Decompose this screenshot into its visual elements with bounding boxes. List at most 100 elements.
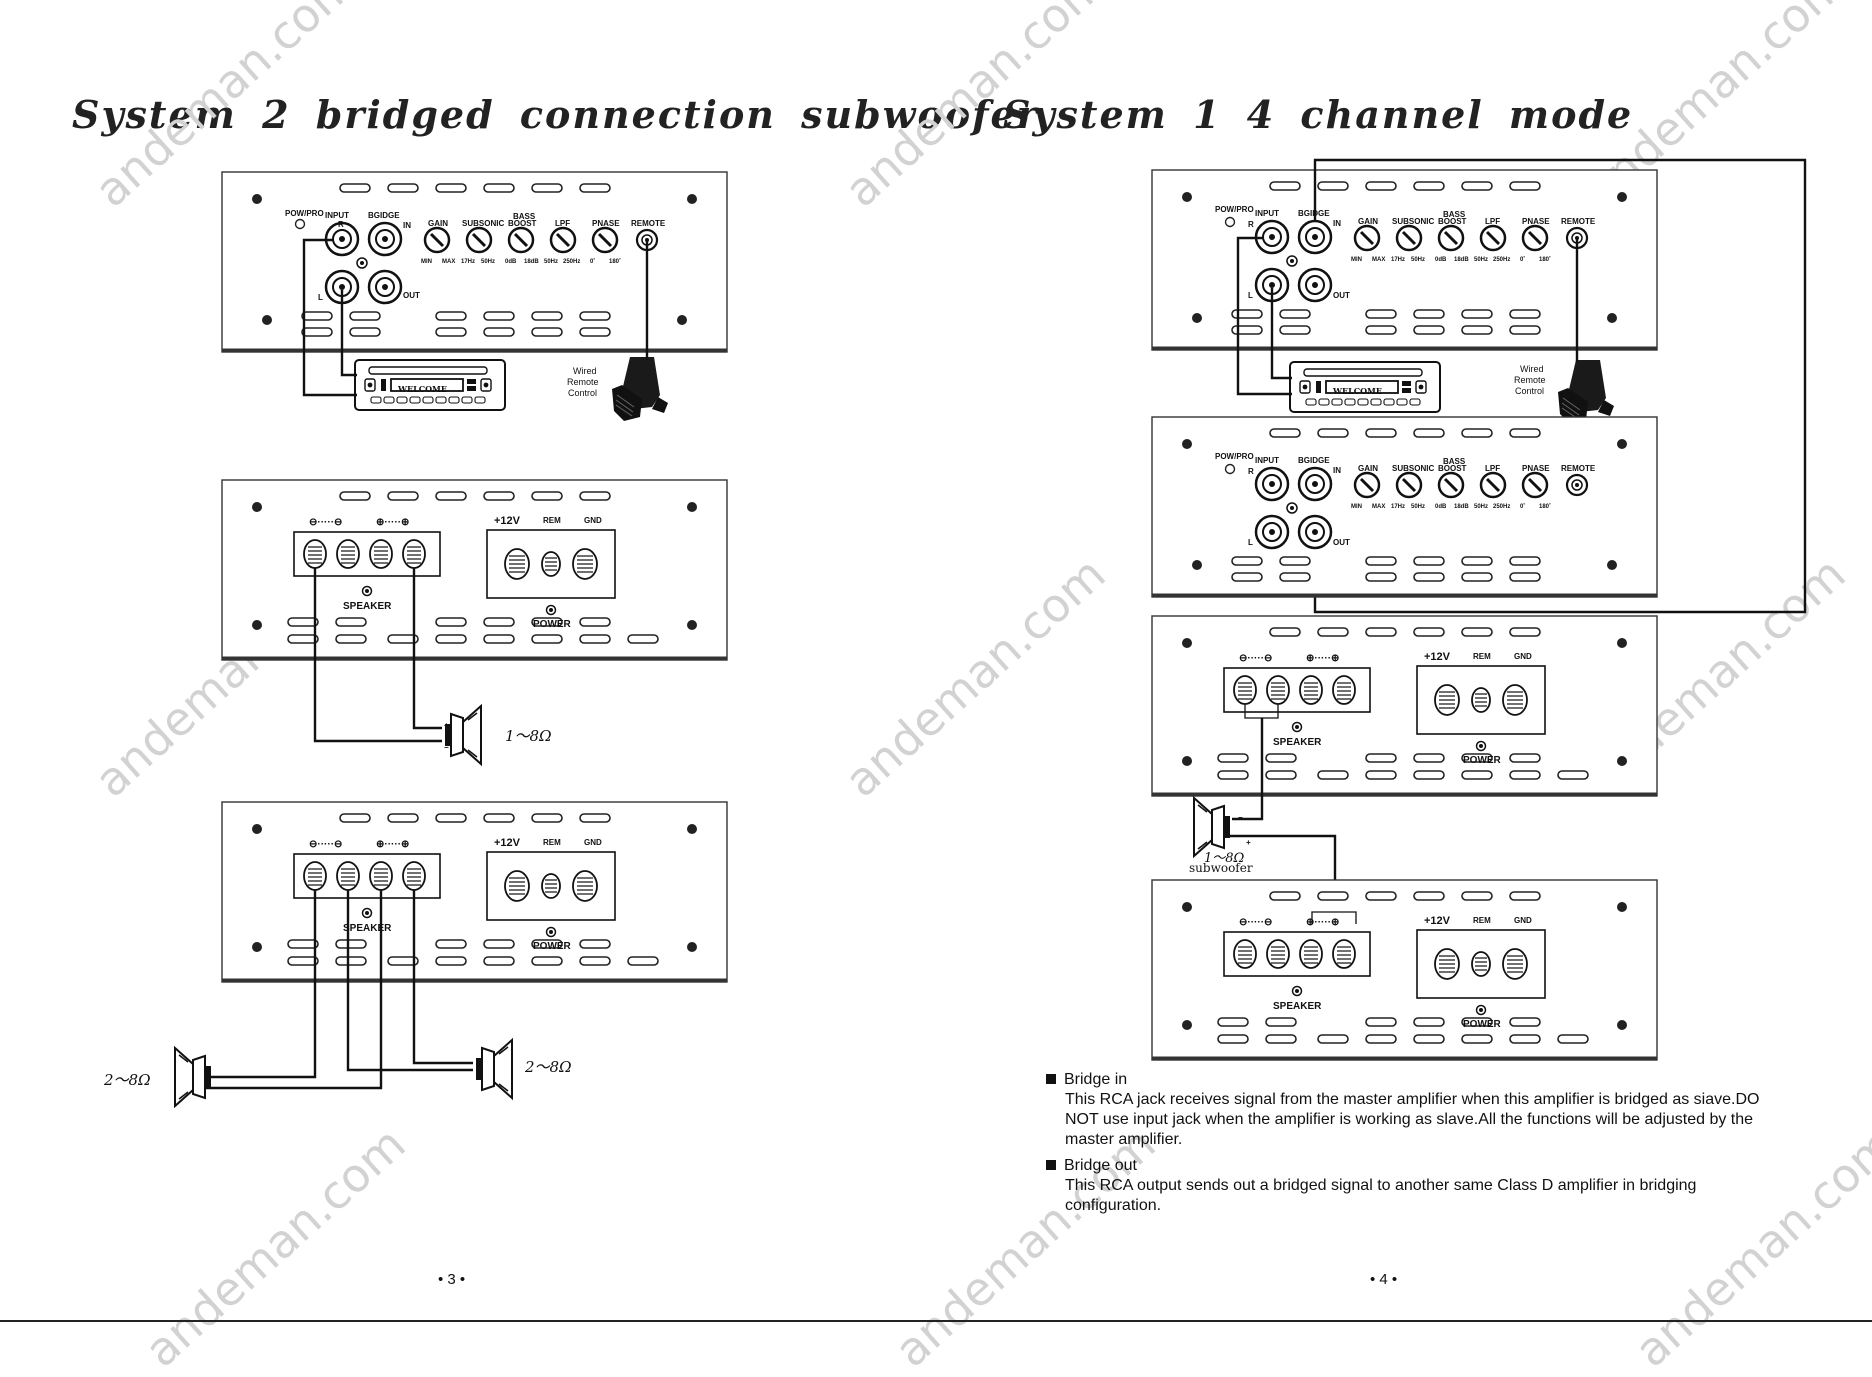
out-label: OUT	[1333, 538, 1350, 547]
remote-caption-2: Remote	[567, 377, 599, 387]
bass-label: BASS	[513, 212, 536, 221]
svg-text:50Hz: 50Hz	[1411, 504, 1425, 510]
svg-text:0˚: 0˚	[590, 258, 595, 265]
speaker-label: SPEAKER	[343, 923, 392, 934]
svg-text:0˚: 0˚	[1520, 503, 1525, 510]
subwoofer: − +	[1193, 797, 1251, 857]
l-label: L	[318, 293, 323, 302]
pnase-label: PNASE	[592, 219, 620, 228]
minus-terminals-label: ⊖·····⊖	[309, 517, 342, 528]
svg-text:250Hz: 250Hz	[1493, 257, 1510, 263]
gain-label: GAIN	[428, 219, 448, 228]
note-title-bridge-in: Bridge in	[1046, 1070, 1786, 1090]
bullet-square-icon	[1046, 1074, 1056, 1084]
svg-text:18dB: 18dB	[524, 259, 539, 265]
rem-label: REM	[543, 838, 561, 847]
head-unit-display: WELCOME	[397, 384, 447, 394]
head-unit-display: WELCOME	[1332, 386, 1382, 396]
remote-label: REMOTE	[631, 219, 666, 228]
svg-text:250Hz: 250Hz	[563, 259, 580, 265]
input-label: INPUT	[1255, 456, 1279, 465]
amp-rear-panel-slave: ⊖·····⊖ ⊕·····⊕ +12V REM GND SPEAKER POW…	[1150, 878, 1659, 1062]
svg-text:0˚: 0˚	[1520, 256, 1525, 263]
svg-text:+: +	[1246, 838, 1251, 847]
svg-text:50Hz: 50Hz	[1411, 257, 1425, 263]
pow-pro-label: POW/PRO	[285, 209, 324, 218]
page-title-left: System 2 bridged connection subwoofer	[72, 92, 1039, 137]
svg-text:0dB: 0dB	[1435, 504, 1447, 510]
svg-text:17Hz: 17Hz	[1391, 504, 1405, 510]
bottom-rule	[0, 1320, 1872, 1322]
minus-terminals-label: ⊖·····⊖	[309, 839, 342, 850]
r-label: R	[1248, 220, 1254, 229]
rem-label: REM	[1473, 652, 1491, 661]
svg-text:180˚: 180˚	[1539, 256, 1551, 263]
note-title-text: Bridge out	[1064, 1157, 1137, 1174]
svg-text:MIN: MIN	[1351, 504, 1362, 510]
svg-text:MAX: MAX	[1372, 504, 1385, 510]
pnase-label: PNASE	[1522, 464, 1550, 473]
page-number-left: • 3 •	[438, 1271, 466, 1288]
bgidge-label: BGIDGE	[368, 211, 400, 220]
in-label: IN	[1333, 219, 1341, 228]
pow-pro-label: POW/PRO	[1215, 205, 1254, 214]
note-title-text: Bridge in	[1064, 1071, 1128, 1088]
gain-label: GAIN	[1358, 464, 1378, 473]
page-title-right: System 1 4 channel mode	[1003, 92, 1634, 137]
svg-text:−: −	[1238, 813, 1243, 822]
page-number-right: • 4 •	[1370, 1271, 1398, 1288]
lpf-label: LPF	[555, 219, 570, 228]
speaker	[174, 1047, 212, 1107]
gnd-label: GND	[584, 516, 602, 525]
remote-caption-3: Control	[1515, 386, 1544, 396]
svg-text:−: −	[444, 743, 449, 752]
minus-terminals-label: ⊖·····⊖	[1239, 653, 1272, 664]
l-label: L	[1248, 538, 1253, 547]
v12-label: +12V	[1424, 915, 1451, 927]
subsonic-label: SUBSONIC	[462, 219, 504, 228]
speaker-impedance-label: 2～8Ω	[103, 1071, 151, 1089]
rem-label: REM	[543, 516, 561, 525]
note-title-bridge-out: Bridge out	[1046, 1156, 1786, 1176]
power-label: POWER	[533, 941, 572, 952]
amp-front-panel-master: POW/PRO INPUT R L BGIDGE IN OUT GAIN SUB…	[1150, 168, 1659, 352]
plus-terminals-label: ⊕·····⊕	[1306, 917, 1339, 928]
v12-label: +12V	[494, 837, 521, 849]
head-unit: WELCOME	[1289, 361, 1441, 413]
remote-caption-1: Wired	[1520, 364, 1544, 374]
subsonic-label: SUBSONIC	[1392, 464, 1434, 473]
svg-text:MIN: MIN	[1351, 257, 1362, 263]
gain-label: GAIN	[1358, 217, 1378, 226]
pnase-label: PNASE	[1522, 217, 1550, 226]
bridge-notes: Bridge in This RCA jack receives signal …	[1046, 1070, 1786, 1222]
power-label: POWER	[533, 619, 572, 630]
r-label: R	[1248, 467, 1254, 476]
l-label: L	[1248, 291, 1253, 300]
remote-caption-2: Remote	[1514, 375, 1546, 385]
wiring-diagram-canvas: POW/PRO INPUT R L BGIDGE IN OUT GAIN SUB…	[103, 158, 1807, 1107]
svg-text:MAX: MAX	[1372, 257, 1385, 263]
speaker-label: SPEAKER	[1273, 737, 1322, 748]
svg-text:MAX: MAX	[442, 259, 455, 265]
speaker	[475, 1039, 513, 1099]
head-unit: WELCOME	[354, 359, 506, 411]
svg-text:50Hz: 50Hz	[481, 259, 495, 265]
power-label: POWER	[1463, 1019, 1502, 1030]
svg-text:17Hz: 17Hz	[461, 259, 475, 265]
speaker-label: SPEAKER	[1273, 1001, 1322, 1012]
remote-caption-1: Wired	[573, 366, 597, 376]
remote-label: REMOTE	[1561, 217, 1596, 226]
input-label: INPUT	[1255, 209, 1279, 218]
gnd-label: GND	[584, 838, 602, 847]
power-label: POWER	[1463, 755, 1502, 766]
boost-label: BOOST	[1438, 217, 1467, 226]
svg-text:50Hz: 50Hz	[544, 259, 558, 265]
svg-text:18dB: 18dB	[1454, 257, 1469, 263]
amp-front-panel: POW/PRO INPUT R L BGIDGE IN OUT GAIN SUB…	[220, 170, 729, 354]
speaker-impedance-label: 2～8Ω	[524, 1058, 572, 1076]
bass-label: BASS	[1443, 457, 1466, 466]
speaker-impedance-label: 1～8Ω	[505, 727, 552, 745]
